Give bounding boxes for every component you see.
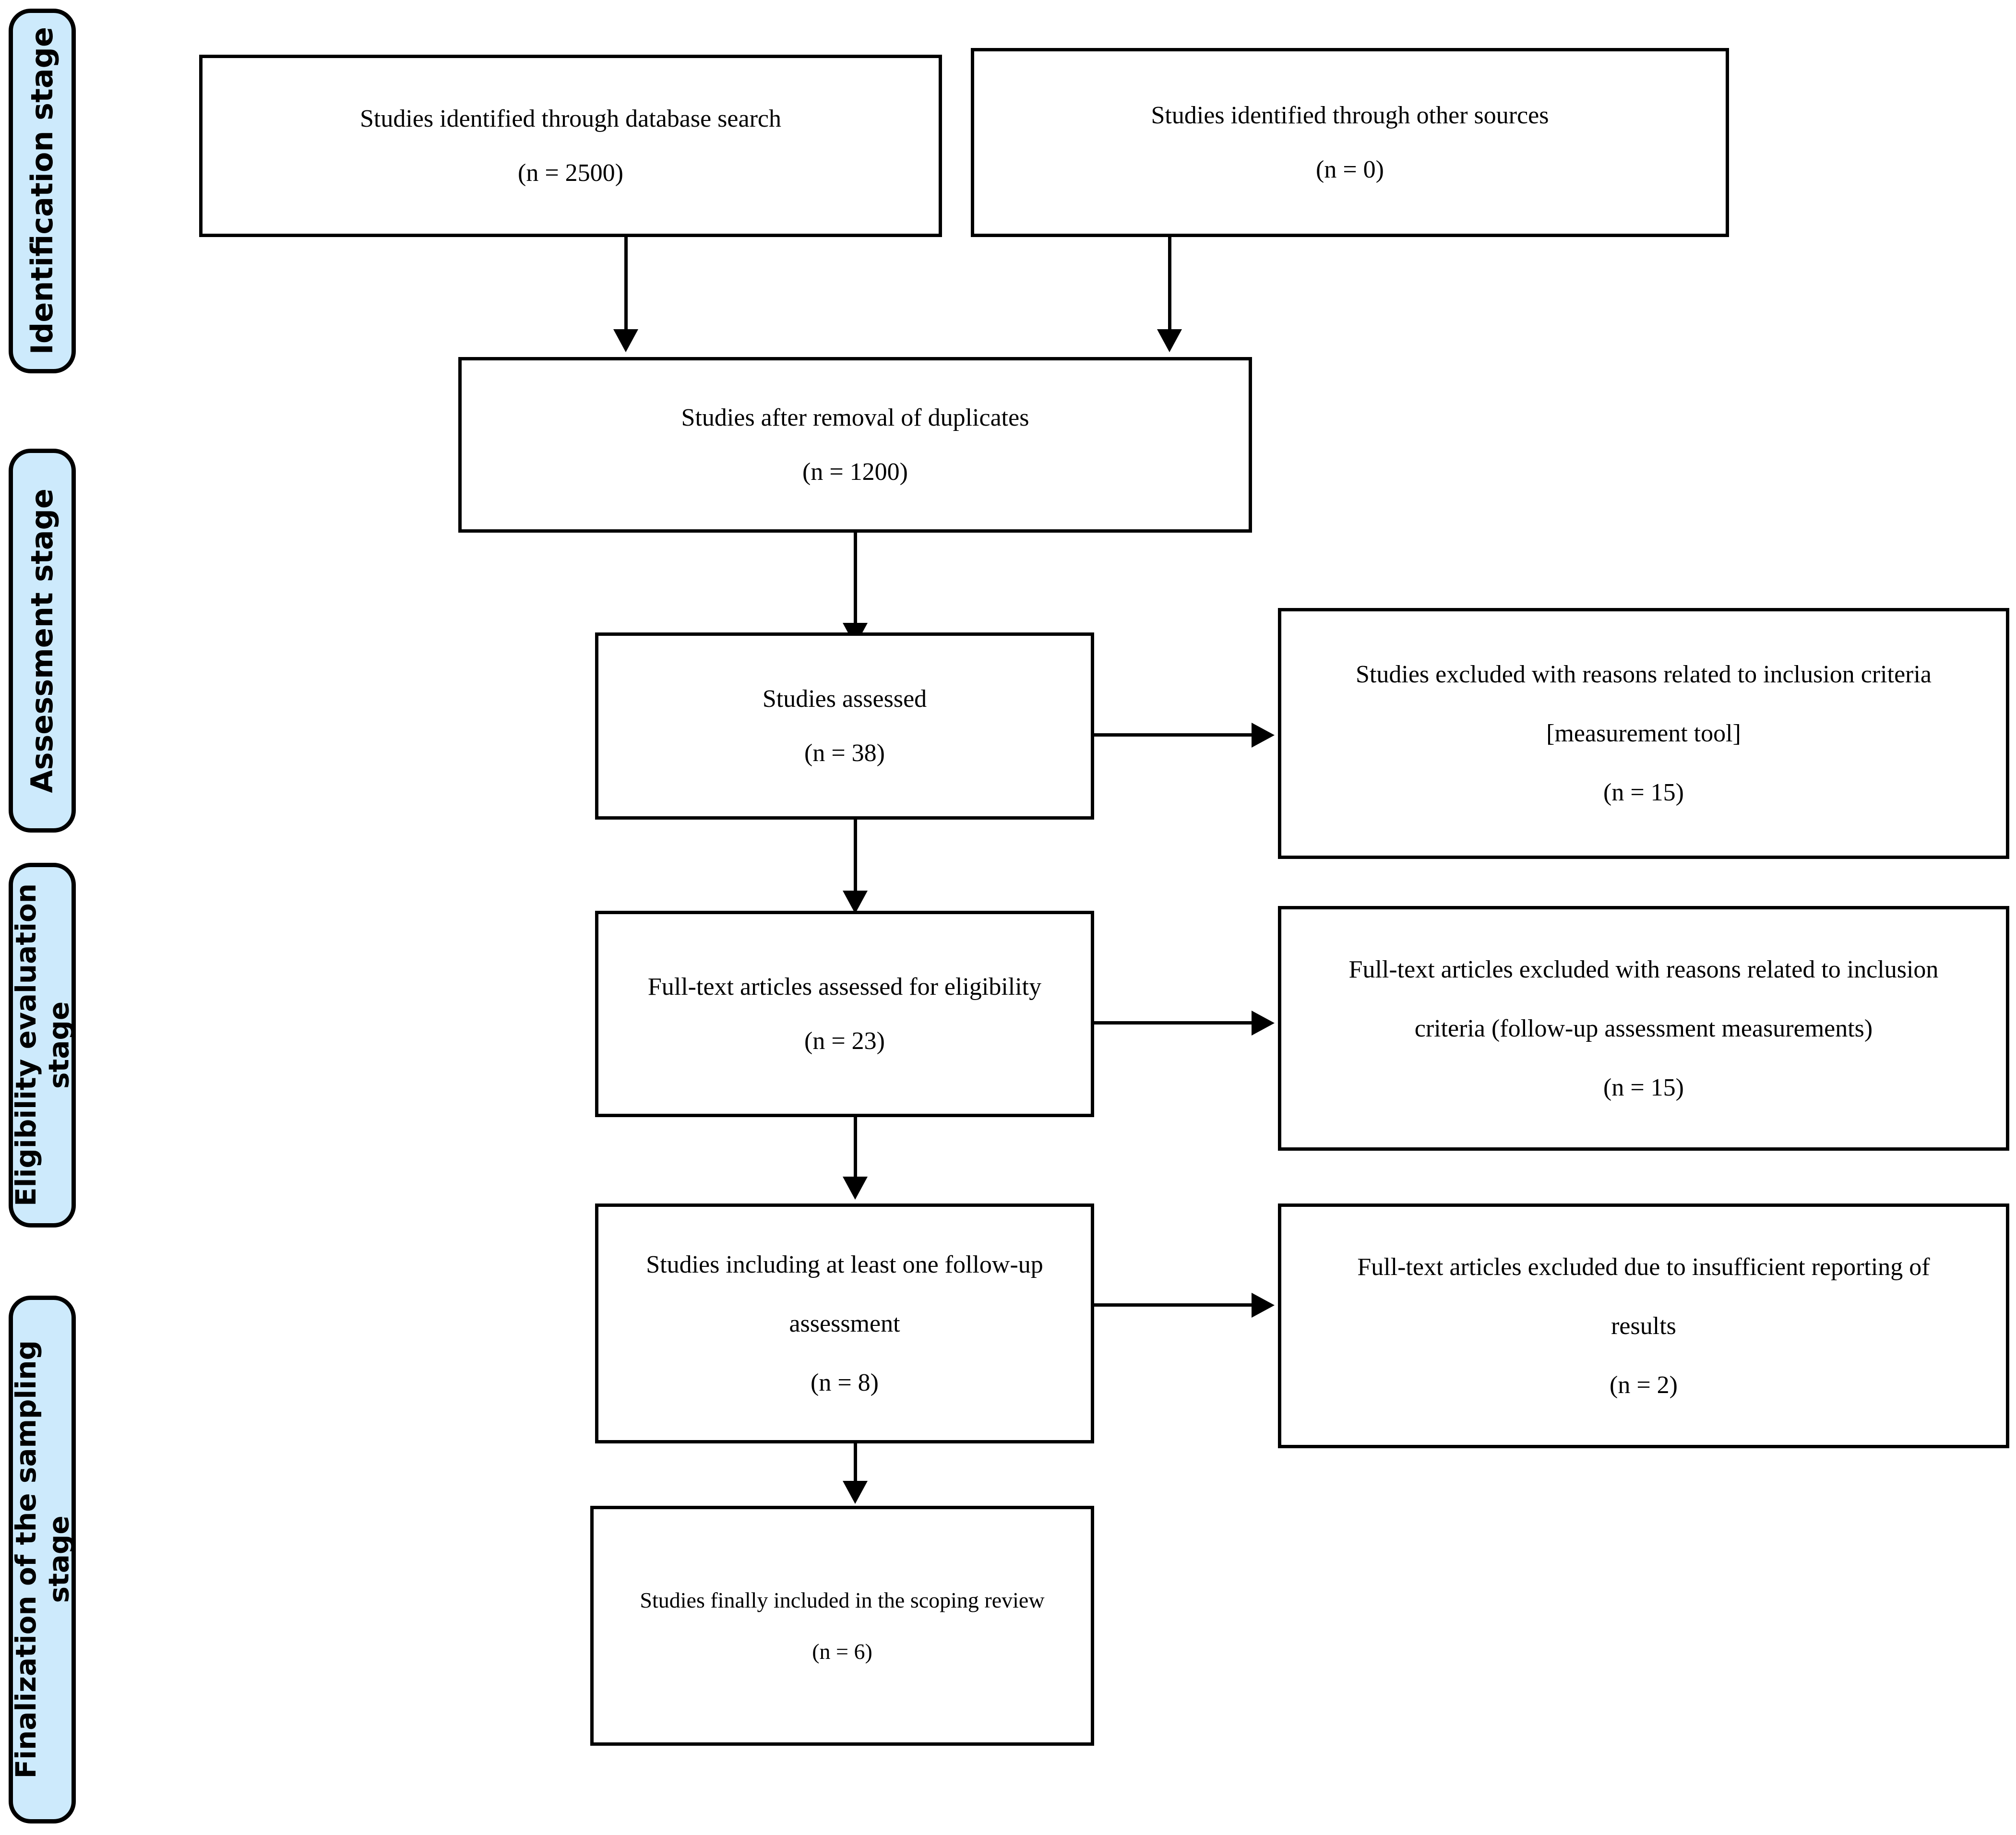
arrow-fulltext-to-followup	[843, 1177, 868, 1200]
box-database-search-count: (n = 2500)	[518, 159, 623, 187]
box-excluded-insufficient-reporting-count: (n = 2)	[1610, 1371, 1678, 1399]
box-excluded-fulltext-criteria: Full-text articles excluded with reasons…	[1278, 906, 2009, 1151]
connector-fulltext-to-excluded	[1094, 1021, 1253, 1025]
stage-pill-finalization: Finalization of the sampling stage	[9, 1296, 76, 1823]
box-final-included: Studies finally included in the scoping …	[590, 1506, 1094, 1746]
box-excluded-inclusion-criteria-subtitle: [measurement tool]	[1546, 720, 1741, 747]
box-fulltext-eligibility-title: Full-text articles assessed for eligibil…	[647, 973, 1042, 1001]
box-excluded-insufficient-reporting: Full-text articles excluded due to insuf…	[1278, 1203, 2009, 1448]
box-followup-assessment-subtitle: assessment	[789, 1310, 900, 1337]
connector-assessed-to-excluded	[1094, 733, 1253, 737]
box-excluded-fulltext-criteria-title: Full-text articles excluded with reasons…	[1348, 955, 1939, 983]
stage-pill-eligibility: Eligibility evaluation stage	[9, 863, 76, 1227]
connector-followup-to-final	[854, 1443, 857, 1488]
box-excluded-insufficient-reporting-title: Full-text articles excluded due to insuf…	[1357, 1253, 1930, 1281]
box-after-duplicates: Studies after removal of duplicates (n =…	[458, 357, 1252, 533]
box-excluded-inclusion-criteria: Studies excluded with reasons related to…	[1278, 608, 2009, 859]
stage-label-identification: Identification stage	[24, 27, 60, 355]
box-excluded-inclusion-criteria-count: (n = 15)	[1603, 779, 1684, 806]
connector-duplicates-to-assessed	[854, 533, 857, 627]
box-studies-assessed-title: Studies assessed	[762, 685, 927, 713]
box-other-sources-title: Studies identified through other sources	[1151, 102, 1549, 129]
arrow-assessed-to-excluded	[1252, 723, 1275, 748]
arrow-fulltext-to-excluded	[1252, 1011, 1275, 1036]
box-excluded-inclusion-criteria-title: Studies excluded with reasons related to…	[1356, 661, 1932, 688]
box-database-search: Studies identified through database sear…	[199, 55, 942, 237]
stage-label-assessment: Assessment stage	[24, 488, 60, 793]
stage-label-finalization: Finalization of the sampling stage	[9, 1340, 75, 1779]
box-followup-assessment-count: (n = 8)	[811, 1369, 879, 1396]
arrow-followup-to-final	[843, 1481, 868, 1504]
connector-assessed-to-fulltext	[854, 820, 857, 900]
box-fulltext-eligibility: Full-text articles assessed for eligibil…	[595, 911, 1094, 1117]
connector-followup-to-excluded	[1094, 1303, 1253, 1307]
box-final-included-count: (n = 6)	[812, 1639, 872, 1664]
box-after-duplicates-count: (n = 1200)	[802, 458, 908, 486]
box-final-included-title: Studies finally included in the scoping …	[640, 1588, 1045, 1612]
arrow-followup-to-excluded	[1252, 1293, 1275, 1318]
arrow-database-to-duplicates	[613, 329, 638, 352]
box-database-search-title: Studies identified through database sear…	[360, 105, 781, 132]
box-other-sources: Studies identified through other sources…	[971, 48, 1729, 237]
stage-pill-identification: Identification stage	[9, 9, 76, 373]
stage-pill-assessment: Assessment stage	[9, 449, 76, 833]
stage-label-eligibility: Eligibility evaluation stage	[9, 883, 75, 1207]
box-excluded-insufficient-reporting-subtitle: results	[1611, 1312, 1676, 1340]
box-followup-assessment-title: Studies including at least one follow-up	[646, 1251, 1043, 1278]
box-excluded-fulltext-criteria-count: (n = 15)	[1603, 1073, 1684, 1101]
connector-database-to-duplicates	[624, 237, 628, 333]
box-after-duplicates-title: Studies after removal of duplicates	[681, 404, 1029, 431]
connector-fulltext-to-followup	[854, 1117, 857, 1184]
box-excluded-fulltext-criteria-subtitle: criteria (follow-up assessment measureme…	[1414, 1014, 1873, 1042]
box-other-sources-count: (n = 0)	[1316, 156, 1384, 183]
box-fulltext-eligibility-count: (n = 23)	[804, 1027, 885, 1055]
box-studies-assessed: Studies assessed (n = 38)	[595, 632, 1094, 820]
box-followup-assessment: Studies including at least one follow-up…	[595, 1203, 1094, 1443]
box-studies-assessed-count: (n = 38)	[804, 739, 885, 767]
connector-other-to-duplicates	[1168, 237, 1171, 333]
arrow-other-to-duplicates	[1157, 329, 1182, 352]
arrow-assessed-to-fulltext	[843, 891, 868, 914]
